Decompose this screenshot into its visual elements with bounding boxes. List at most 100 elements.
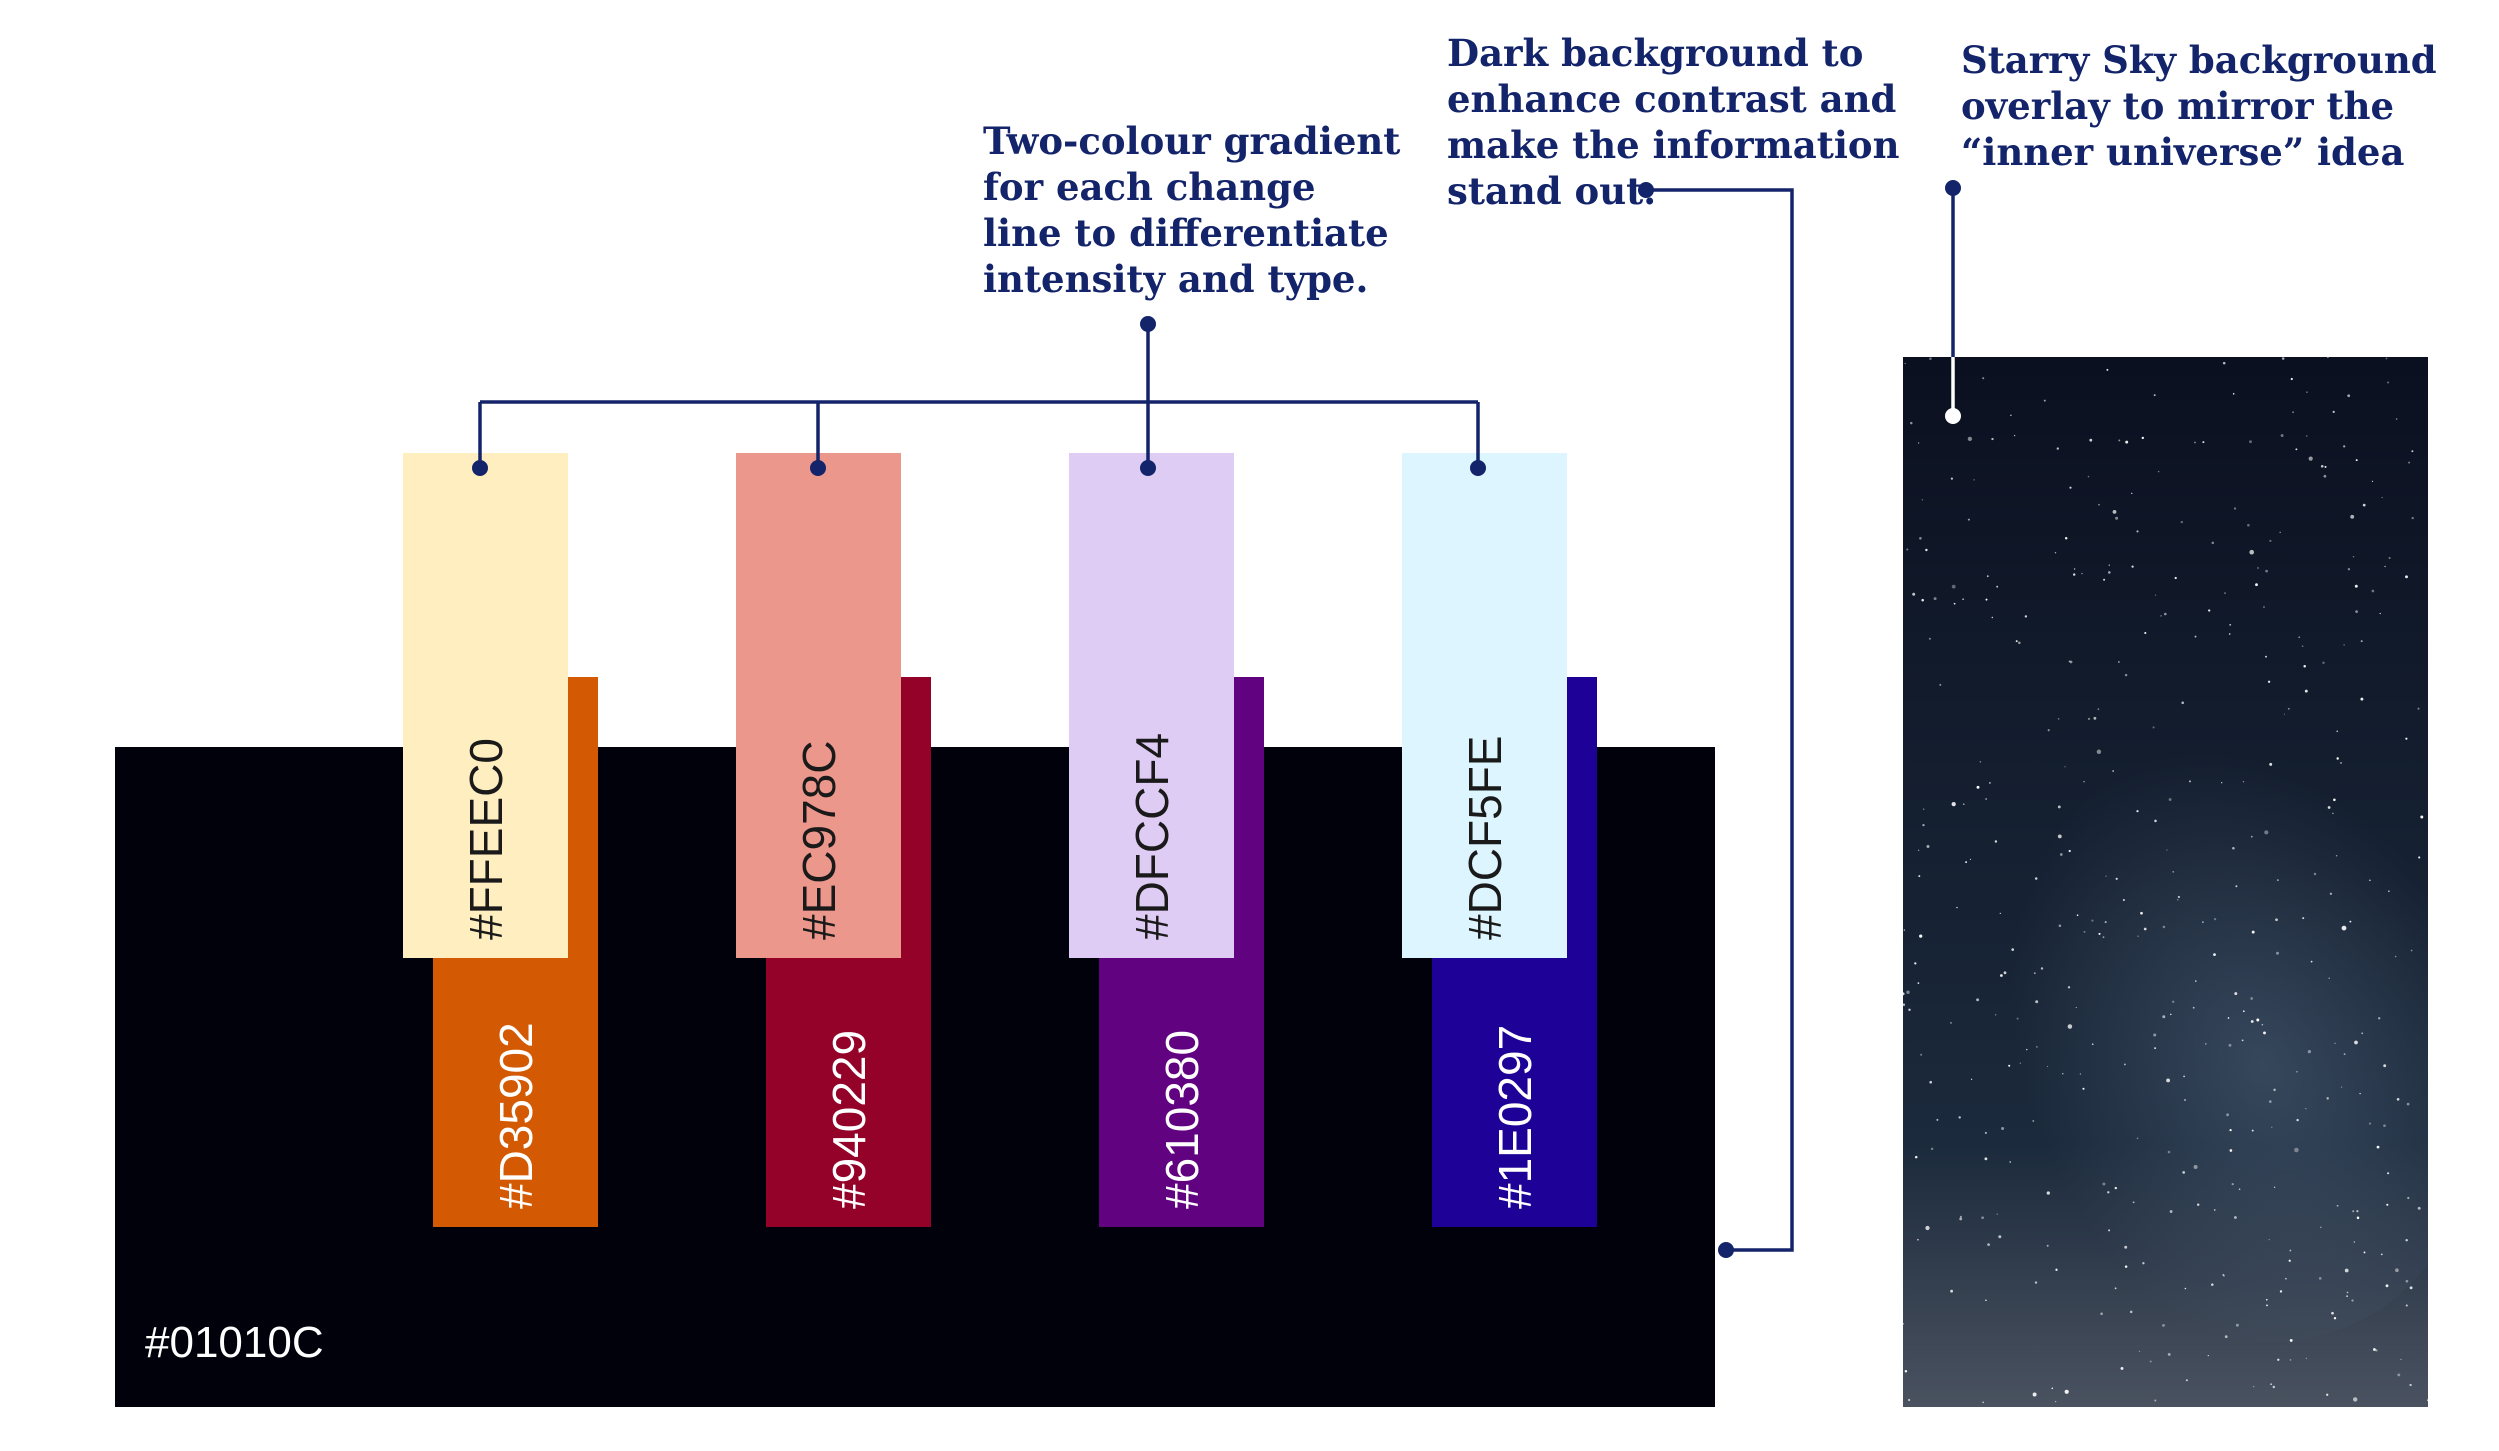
star <box>2067 1024 2073 1029</box>
star <box>2388 556 2391 560</box>
star <box>2384 565 2386 568</box>
star <box>2143 927 2147 931</box>
star <box>2076 914 2079 917</box>
star <box>2264 830 2269 835</box>
star <box>2335 854 2338 857</box>
star <box>2400 1358 2402 1361</box>
star <box>2397 1373 2401 1377</box>
star <box>2140 911 2143 915</box>
star <box>2395 1268 2399 1273</box>
star <box>2411 516 2414 520</box>
star <box>2347 568 2351 571</box>
star <box>2136 809 2139 813</box>
star <box>2350 514 2355 519</box>
star <box>2269 762 2273 766</box>
star <box>2214 1209 2216 1211</box>
star <box>2091 919 2094 922</box>
swatch-light-cream-label: #FFEEC0 <box>459 738 512 940</box>
star <box>2354 584 2358 588</box>
star <box>1930 1147 1934 1151</box>
star <box>2089 438 2093 442</box>
star <box>2231 1182 2234 1186</box>
star <box>2193 1165 2198 1169</box>
star <box>2356 1209 2359 1213</box>
star <box>2154 1399 2157 1402</box>
star <box>1976 785 1980 789</box>
star <box>2152 726 2155 729</box>
star <box>2067 986 2071 989</box>
star <box>2013 434 2016 437</box>
star <box>2383 1064 2387 1068</box>
star <box>2223 1275 2225 1277</box>
star <box>2093 716 2097 720</box>
star <box>2118 439 2121 442</box>
star <box>2207 1354 2209 1357</box>
star <box>2251 1129 2254 1132</box>
star <box>1998 1235 2002 1239</box>
star <box>2232 847 2235 850</box>
star <box>2301 645 2304 648</box>
star <box>1981 1216 1984 1220</box>
star <box>1949 1021 1953 1024</box>
star <box>1906 990 1910 995</box>
star <box>2409 1286 2413 1290</box>
star <box>2157 470 2160 473</box>
star <box>2129 1310 2133 1314</box>
star <box>2290 377 2293 381</box>
star <box>2087 475 2090 478</box>
swatch-light-salmon: #EC978C <box>736 453 901 958</box>
star <box>2265 569 2268 573</box>
star <box>2056 447 2059 450</box>
star <box>2202 441 2205 444</box>
star <box>1914 962 1917 965</box>
star <box>2395 418 2398 420</box>
star <box>2124 673 2128 677</box>
swatch-dark-indigo-label: #1E0297 <box>1488 1024 1541 1209</box>
star <box>2172 871 2174 873</box>
star <box>2033 972 2036 975</box>
star <box>2346 1295 2348 1298</box>
star <box>2181 701 2184 705</box>
star <box>2363 1251 2366 1254</box>
star <box>2257 567 2259 569</box>
star <box>1958 1116 1961 1119</box>
star <box>2228 1043 2232 1047</box>
star <box>2169 1210 2173 1213</box>
star <box>1959 1217 1963 1221</box>
star <box>2131 565 2134 568</box>
star <box>2103 578 2106 581</box>
star <box>2057 834 2062 839</box>
star <box>2266 1304 2268 1307</box>
star <box>2270 1383 2272 1385</box>
star <box>2268 1100 2272 1103</box>
star <box>1951 584 1956 589</box>
star <box>2273 1186 2276 1188</box>
star <box>2183 1075 2185 1078</box>
star <box>2250 1020 2254 1023</box>
star <box>2371 589 2375 593</box>
star <box>2386 1203 2389 1206</box>
star <box>1910 421 1913 425</box>
star <box>2388 890 2390 892</box>
star <box>2281 357 2285 360</box>
starry-sky-image <box>1903 357 2428 1407</box>
star <box>1952 397 1955 400</box>
star <box>2385 357 2388 360</box>
star <box>2303 664 2306 668</box>
star <box>2069 660 2073 664</box>
star <box>2034 1281 2038 1284</box>
star <box>2192 1006 2195 1009</box>
star <box>1907 1398 1911 1402</box>
star <box>2009 1161 2011 1163</box>
star <box>2360 640 2363 643</box>
star <box>2407 1196 2410 1200</box>
star <box>2336 730 2338 733</box>
star <box>2043 399 2046 402</box>
star <box>1984 1131 1987 1134</box>
star <box>1987 1243 1990 1246</box>
star <box>2283 713 2286 715</box>
star <box>1925 548 1928 552</box>
star <box>2142 1262 2145 1265</box>
star <box>2166 849 2168 851</box>
star <box>2096 749 2102 755</box>
